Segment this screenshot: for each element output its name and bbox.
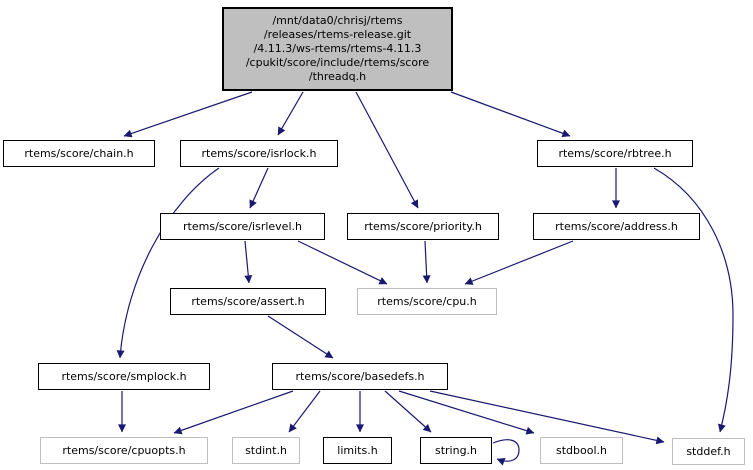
edge-basedefs-to-cpuopts <box>173 390 294 435</box>
node-stddef: stddef.h <box>672 438 745 465</box>
edge-threadq-to-priority <box>355 91 419 209</box>
edge-threadq-to-isrlock <box>277 91 304 136</box>
edge-basedefs-to-string <box>384 390 432 433</box>
edge-priority-to-cpu <box>422 240 431 284</box>
node-threadq: /mnt/data0/chrisj/rtems /releases/rtems-… <box>222 7 453 91</box>
node-isrlock[interactable]: rtems/score/isrlock.h <box>180 140 338 167</box>
edge-rbtree-to-stddef <box>653 167 734 433</box>
edge-string-self-loop <box>492 439 520 466</box>
edge-basedefs-to-stdbool <box>398 390 535 435</box>
node-cpuopts: rtems/score/cpuopts.h <box>40 437 208 464</box>
node-rbtree[interactable]: rtems/score/rbtree.h <box>537 140 693 167</box>
node-limits[interactable]: limits.h <box>323 437 392 464</box>
node-assert[interactable]: rtems/score/assert.h <box>170 288 326 315</box>
edge-isrlock-to-smplock <box>116 167 220 359</box>
edge-basedefs-to-stdint <box>288 390 321 433</box>
node-address[interactable]: rtems/score/address.h <box>533 213 700 240</box>
edge-assert-to-basedefs <box>267 315 334 359</box>
edge-isrlevel-to-assert <box>244 240 253 284</box>
node-string[interactable]: string.h <box>420 437 492 464</box>
node-isrlevel[interactable]: rtems/score/isrlevel.h <box>160 213 325 240</box>
node-smplock[interactable]: rtems/score/smplock.h <box>38 363 210 390</box>
node-priority[interactable]: rtems/score/priority.h <box>347 213 499 240</box>
node-stdint: stdint.h <box>232 437 300 464</box>
edge-basedefs-to-stddef <box>429 390 665 445</box>
node-cpu: rtems/score/cpu.h <box>357 288 497 315</box>
edge-threadq-to-chain <box>123 91 253 138</box>
edge-isrlock-to-isrlevel <box>249 167 269 209</box>
edge-threadq-to-rbtree <box>450 91 571 138</box>
node-chain[interactable]: rtems/score/chain.h <box>3 140 155 167</box>
edge-address-to-cpu <box>464 240 574 285</box>
edge-isrlevel-to-cpu <box>297 240 388 285</box>
node-stdbool: stdbool.h <box>540 437 623 464</box>
node-basedefs[interactable]: rtems/score/basedefs.h <box>272 363 448 390</box>
